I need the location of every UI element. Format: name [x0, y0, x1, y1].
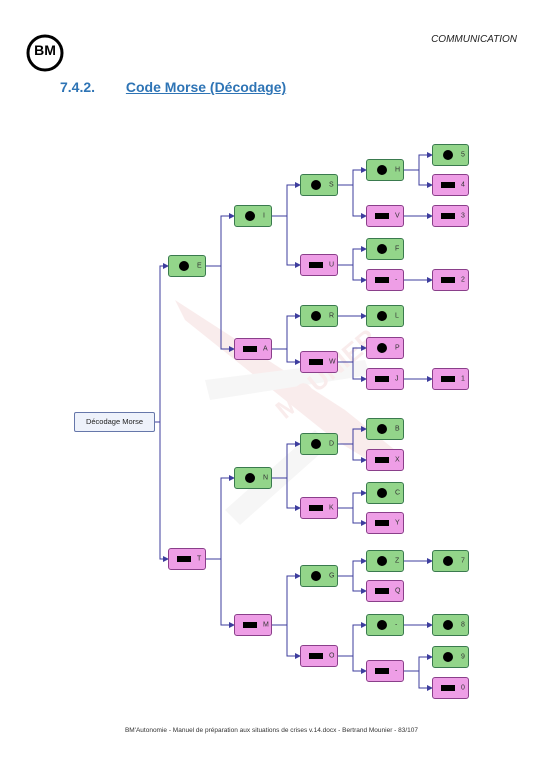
node-0: 0 [432, 677, 469, 699]
dot-icon [443, 556, 453, 566]
node-9: 9 [432, 646, 469, 668]
node-1: 1 [432, 368, 469, 390]
node-K: K [300, 497, 338, 519]
node-2: 2 [432, 269, 469, 291]
dash-icon [375, 588, 389, 594]
node-C: C [366, 482, 404, 504]
node-U: U [300, 254, 338, 276]
heading-number: 7.4.2. [60, 79, 96, 95]
dash-icon [309, 359, 323, 365]
node-P: P [366, 337, 404, 359]
dot-icon [443, 620, 453, 630]
node-S: S [300, 174, 338, 196]
bm-logo: BM [26, 34, 64, 72]
node-T: T [168, 548, 206, 570]
node-X: X [366, 449, 404, 471]
dash-icon [441, 685, 455, 691]
node-W: W [300, 351, 338, 373]
dot-icon [377, 620, 387, 630]
dash-icon [243, 622, 257, 628]
dash-icon [309, 653, 323, 659]
node-I: I [234, 205, 272, 227]
dot-icon [443, 150, 453, 160]
dash-icon [441, 213, 455, 219]
dot-icon [245, 473, 255, 483]
node-7: 7 [432, 550, 469, 572]
dot-icon [179, 261, 189, 271]
dot-icon [377, 244, 387, 254]
node-5: 5 [432, 144, 469, 166]
node-Z: Z [366, 550, 404, 572]
dash-icon [375, 668, 389, 674]
node-R: R [300, 305, 338, 327]
dot-icon [311, 439, 321, 449]
node-M: M [234, 614, 272, 636]
page-footer: BM'Autonomie - Manuel de préparation aux… [124, 727, 419, 734]
node-U-dash: - [366, 269, 404, 291]
node-O-dash: - [366, 660, 404, 682]
node-E: E [168, 255, 206, 277]
dash-icon [375, 457, 389, 463]
dash-icon [375, 213, 389, 219]
dot-icon [377, 165, 387, 175]
dash-icon [441, 376, 455, 382]
node-8: 8 [432, 614, 469, 636]
tree-root: Décodage Morse [74, 412, 155, 432]
node-L: L [366, 305, 404, 327]
dot-icon [311, 180, 321, 190]
node-V: V [366, 205, 404, 227]
dash-icon [375, 376, 389, 382]
node-J: J [366, 368, 404, 390]
node-Q: Q [366, 580, 404, 602]
node-F: F [366, 238, 404, 260]
dash-icon [309, 262, 323, 268]
node-Y: Y [366, 512, 404, 534]
dot-icon [377, 311, 387, 321]
dot-icon [377, 556, 387, 566]
dot-icon [377, 488, 387, 498]
dot-icon [311, 311, 321, 321]
section-heading: 7.4.2. Code Morse (Décodage) [60, 79, 286, 95]
node-3: 3 [432, 205, 469, 227]
dot-icon [377, 343, 387, 353]
dot-icon [311, 571, 321, 581]
dash-icon [177, 556, 191, 562]
dot-icon [443, 652, 453, 662]
section-label: COMMUNICATION [431, 34, 517, 45]
node-4: 4 [432, 174, 469, 196]
dash-icon [441, 277, 455, 283]
node-D: D [300, 433, 338, 455]
node-A: A [234, 338, 272, 360]
node-O-dot: - [366, 614, 404, 636]
node-G: G [300, 565, 338, 587]
node-O: O [300, 645, 338, 667]
node-H: H [366, 159, 404, 181]
heading-title: Code Morse (Décodage) [125, 79, 287, 95]
dot-icon [245, 211, 255, 221]
node-N: N [234, 467, 272, 489]
dash-icon [309, 505, 323, 511]
dash-icon [243, 346, 257, 352]
dash-icon [375, 520, 389, 526]
logo-text: BM [34, 42, 56, 58]
dot-icon [377, 424, 387, 434]
node-B: B [366, 418, 404, 440]
dash-icon [375, 277, 389, 283]
dash-icon [441, 182, 455, 188]
